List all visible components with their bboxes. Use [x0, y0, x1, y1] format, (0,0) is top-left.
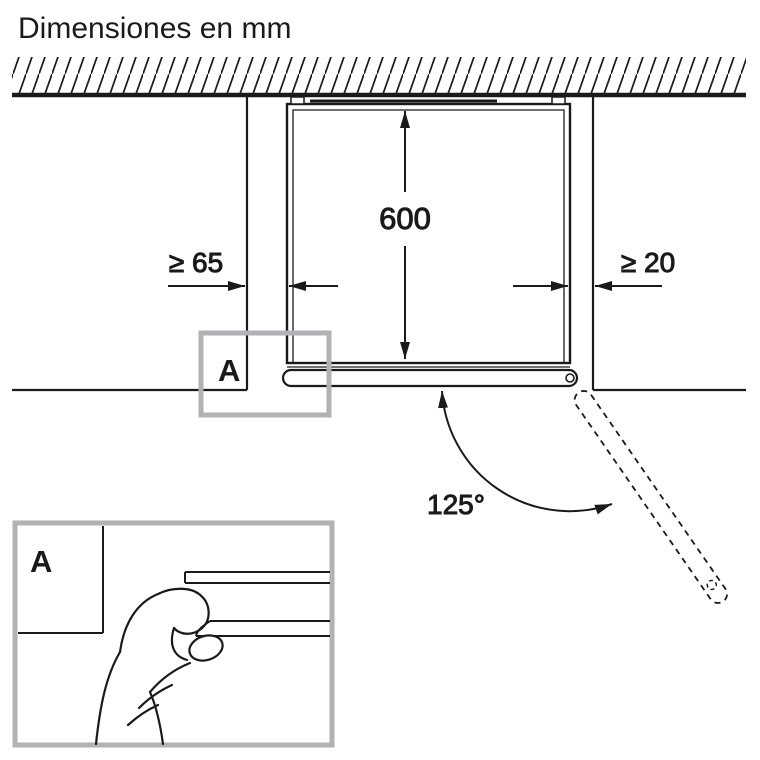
- hand-fingertip: [188, 634, 224, 662]
- appliance-inner: [292, 109, 565, 363]
- ceiling-hatching: [12, 57, 746, 93]
- page-title: Dimensiones en mm: [18, 12, 291, 45]
- detail-view: A: [12, 520, 335, 748]
- hand-wrist-inner: [148, 690, 165, 746]
- hand-grip-icon: [94, 587, 224, 746]
- left-clearance-dimension: ≥ 65: [168, 247, 338, 291]
- detail-view-label: A: [30, 544, 52, 579]
- appliance-body: [285, 96, 572, 365]
- swing-arc-path: [438, 390, 613, 515]
- detail-wall: [18, 526, 104, 634]
- left-clearance-label: ≥ 65: [169, 247, 223, 278]
- hand-finger-curl-2: [137, 683, 174, 710]
- door-angle-label: 125°: [427, 489, 485, 520]
- appliance-outer: [285, 102, 572, 365]
- open-door-pivot-circle: [706, 579, 717, 591]
- depth-dimension: 600: [379, 111, 431, 359]
- ceiling-wall: [12, 57, 746, 98]
- detail-view-box: [12, 520, 335, 748]
- door-swing-arc: 125°: [427, 390, 613, 521]
- open-door-dashed: [573, 390, 728, 604]
- left-wall: [12, 97, 249, 392]
- detail-marker-box: [198, 330, 332, 418]
- depth-label: 600: [379, 201, 431, 236]
- hand-thumb-outline: [118, 587, 210, 654]
- hand-finger-curl-3: [126, 703, 160, 727]
- right-top-bracket: [551, 96, 566, 105]
- detail-marker-label: A: [218, 353, 240, 388]
- right-wall: [591, 97, 746, 392]
- hand-wrist-outer: [94, 650, 122, 746]
- door-slab: [281, 368, 579, 388]
- right-clearance-dimension: ≥ 20: [513, 247, 676, 291]
- detail-door: [184, 571, 330, 637]
- open-door-outline: [573, 390, 728, 604]
- left-top-bracket: [290, 96, 305, 105]
- closed-door: [281, 366, 579, 388]
- hand-finger-curl-1: [148, 661, 192, 694]
- right-clearance-label: ≥ 20: [621, 247, 675, 278]
- door-hinge-pivot: [565, 373, 575, 383]
- hand-thumb-crease: [170, 626, 189, 662]
